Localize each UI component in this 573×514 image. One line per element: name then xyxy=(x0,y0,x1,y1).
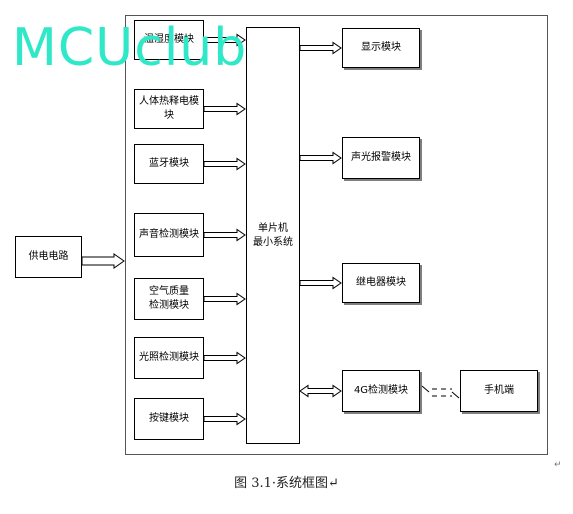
input-label-5: 空气质量 检测模块 xyxy=(149,286,189,311)
input-module-6: 光照检测模块 xyxy=(134,337,204,379)
mcu-box: 单片机 最小系统 xyxy=(246,27,300,444)
input-module-4: 声音检测模块 xyxy=(134,213,204,257)
input-label-7: 按键模块 xyxy=(149,413,189,424)
power-arrow xyxy=(81,253,125,269)
input-label-6: 光照检测模块 xyxy=(139,352,199,363)
wireless-tick-right xyxy=(451,391,460,399)
input-module-7: 按键模块 xyxy=(134,398,204,440)
phone-box: 手机端 xyxy=(460,370,538,412)
input-arrow-6 xyxy=(203,351,246,365)
output-arrow-1 xyxy=(299,41,342,55)
output-label-1: 显示模块 xyxy=(361,42,401,53)
input-label-3: 蓝牙模块 xyxy=(149,158,189,169)
output-arrow-3 xyxy=(299,276,342,290)
input-module-2: 人体热释电模块 xyxy=(134,89,204,129)
output-module-2: 声光报警模块 xyxy=(342,137,420,179)
input-arrow-4 xyxy=(203,228,246,242)
input-label-2: 人体热释电模块 xyxy=(139,96,199,121)
phone-label: 手机端 xyxy=(484,385,514,396)
input-arrow-3 xyxy=(203,157,246,171)
input-module-5: 空气质量 检测模块 xyxy=(134,278,204,320)
input-arrow-1 xyxy=(203,33,246,47)
paragraph-mark-1: ↵ xyxy=(554,460,562,470)
mcu-label: 单片机 最小系统 xyxy=(253,222,293,248)
output-label-4: 4G检测模块 xyxy=(353,385,409,396)
output-arrow-2 xyxy=(299,151,342,165)
output-label-2: 声光报警模块 xyxy=(351,152,411,163)
input-module-1: 温湿度模块 xyxy=(134,20,204,60)
system-frame xyxy=(125,15,548,455)
wireless-tick-left xyxy=(421,385,430,393)
output-module-4: 4G检测模块 xyxy=(342,370,420,412)
output-label-3: 继电器模块 xyxy=(356,277,406,288)
watermark-logo: MCUclub xyxy=(12,18,248,78)
input-label-1: 温湿度模块 xyxy=(144,34,194,45)
power-box: 供电电路 xyxy=(15,236,82,278)
figure-caption: 图 3.1·系统框图↵ xyxy=(234,476,339,491)
input-module-3: 蓝牙模块 xyxy=(134,144,204,184)
input-arrow-2 xyxy=(203,102,246,116)
output-module-3: 继电器模块 xyxy=(342,263,420,303)
input-arrow-7 xyxy=(203,412,246,426)
output-module-1: 显示模块 xyxy=(342,28,420,68)
input-label-4: 声音检测模块 xyxy=(139,229,199,240)
input-arrow-5 xyxy=(203,292,246,306)
4g-double-arrow xyxy=(299,384,342,398)
power-label: 供电电路 xyxy=(28,251,69,262)
